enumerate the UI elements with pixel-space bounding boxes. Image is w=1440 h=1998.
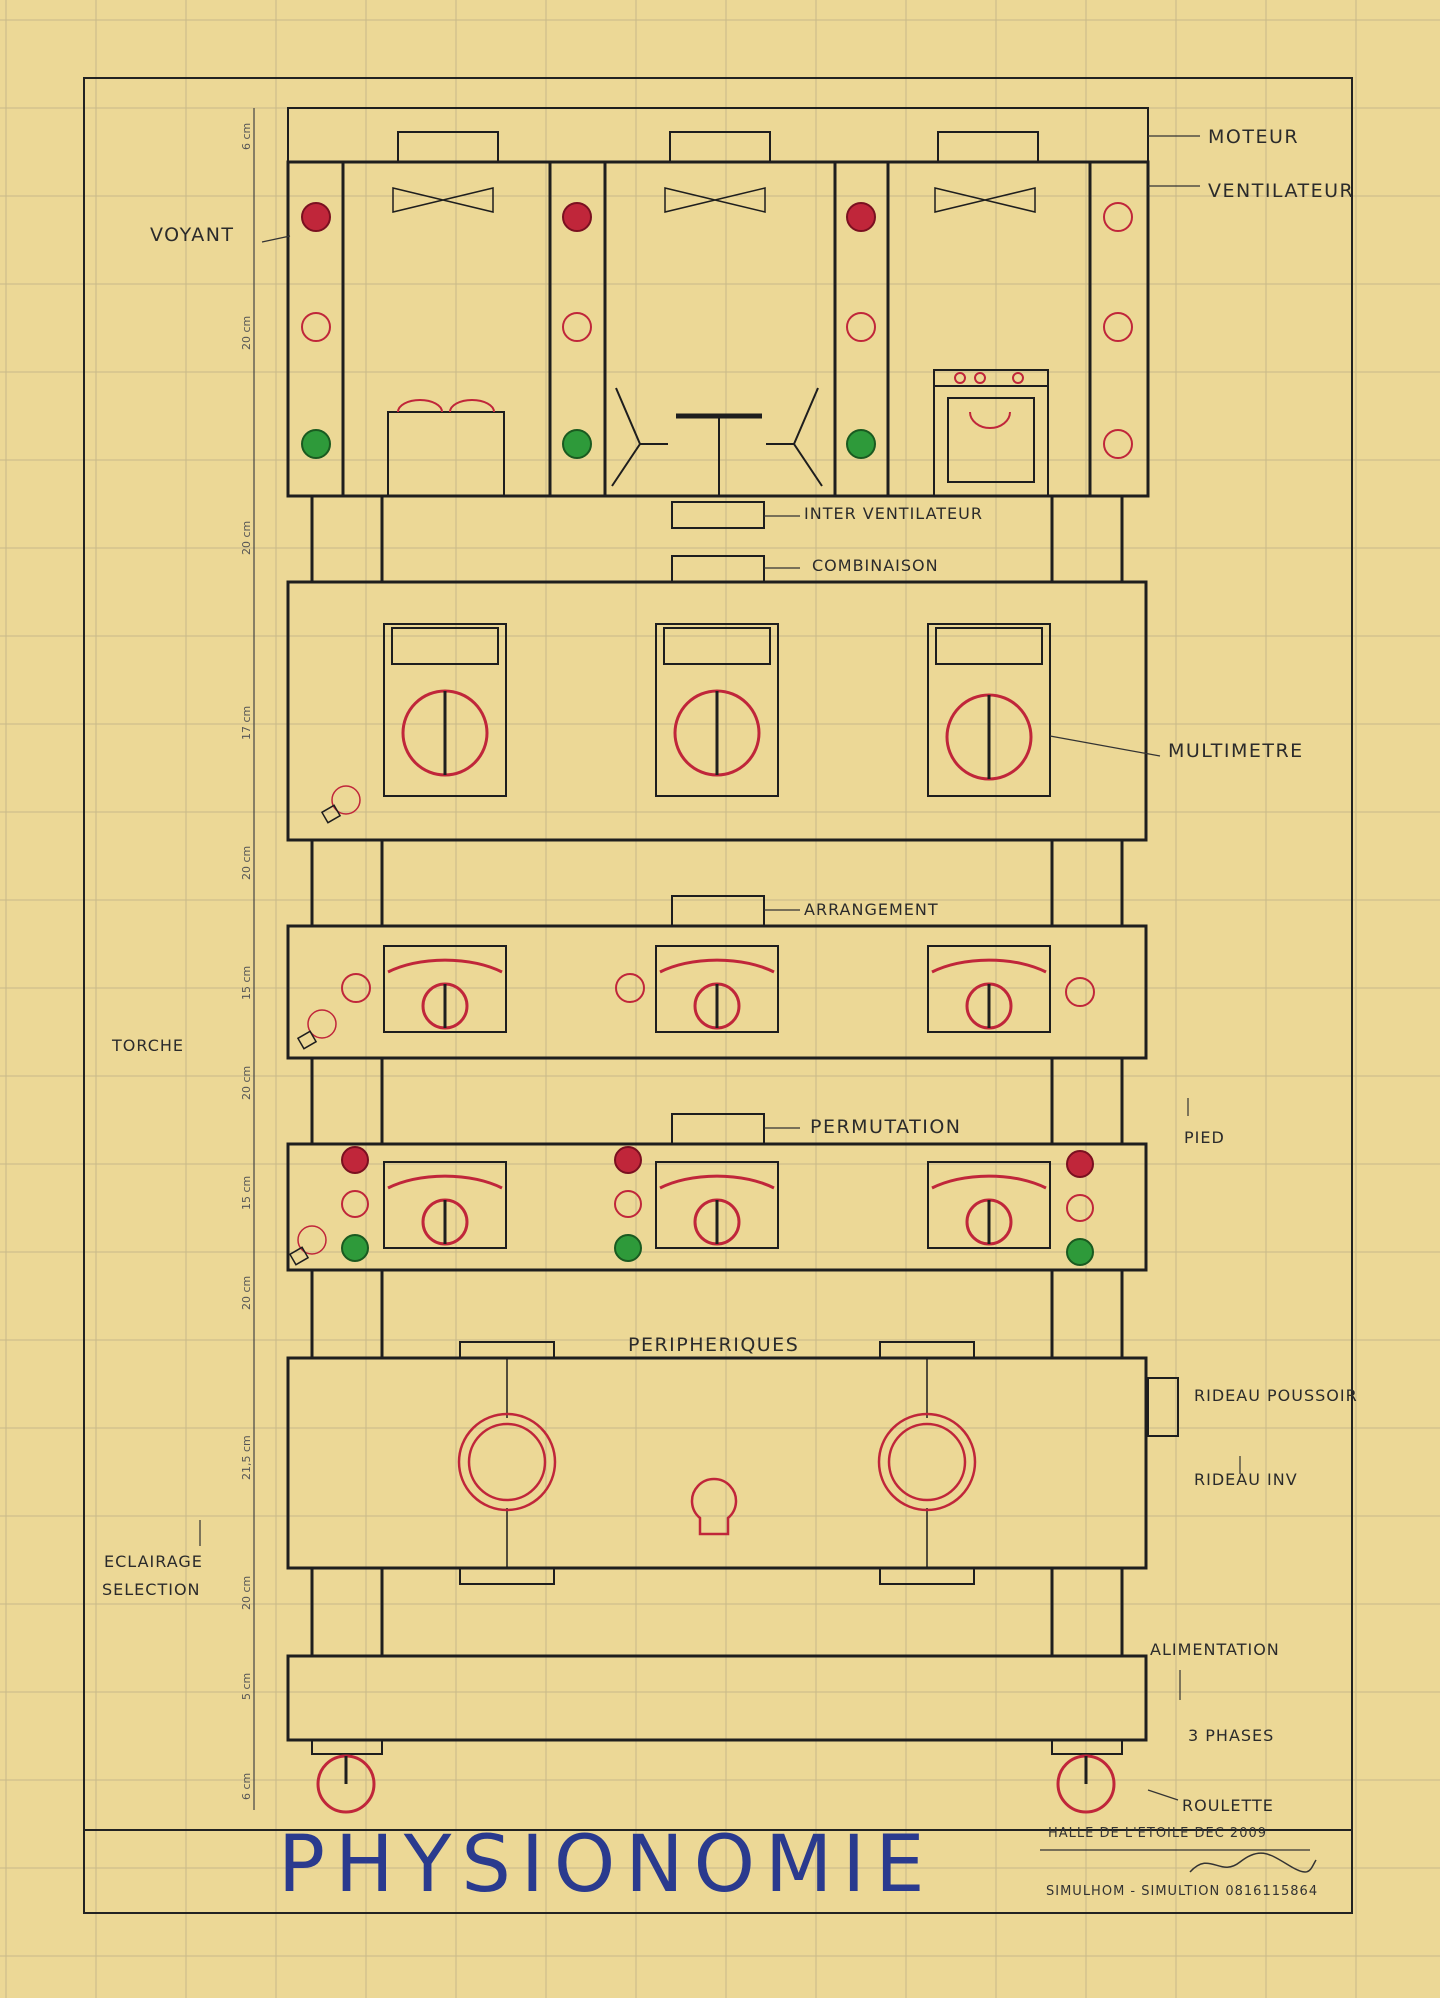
dimension-label: 20 cm	[240, 1065, 253, 1100]
label-alimentation: ALIMENTATION	[1150, 1640, 1280, 1659]
interior-details	[387, 369, 1049, 497]
footer-place-date: HALLE DE L'ETOILE DEC 2009	[1048, 1826, 1268, 1841]
dimension-label: 20 cm	[240, 1275, 253, 1310]
label-selection: SELECTION	[102, 1580, 201, 1599]
permutation-gauges	[387, 1174, 1047, 1246]
voyant-lights	[301, 202, 1133, 459]
multimetre-module	[286, 580, 1148, 842]
dimension-label: 20 cm	[240, 1575, 253, 1610]
leader-lines	[199, 135, 1310, 1851]
page-title: PHYSIONOMIE	[278, 1820, 935, 1910]
dimension-label: 20 cm	[240, 845, 253, 880]
label-voyant: VOYANT	[150, 224, 235, 246]
dimension-label: 6 cm	[240, 122, 253, 150]
label-rideau-inv: RIDEAU INV	[1194, 1470, 1298, 1489]
arrangement-module	[286, 895, 1148, 1060]
label-ventilateur: VENTILATEUR	[1208, 180, 1355, 202]
dimension-label: 20 cm	[240, 520, 253, 555]
peripheriques-knobs	[457, 1412, 977, 1536]
label-moteur: MOTEUR	[1208, 126, 1300, 148]
roulette-wheels	[316, 1754, 1116, 1814]
permutation-lights	[341, 1146, 1094, 1266]
top-module	[286, 107, 1150, 498]
dimension-label: 5 cm	[240, 1672, 253, 1700]
label-multimetre: MULTIMETRE	[1168, 740, 1304, 762]
label-rideau-poussoir: RIDEAU POUSSOIR	[1194, 1386, 1358, 1405]
label-roulette: ROULETTE	[1182, 1796, 1274, 1815]
dimension-label: 15 cm	[240, 965, 253, 1000]
dimension-label: 21,5 cm	[240, 1435, 253, 1480]
outer-border	[83, 77, 1353, 1914]
label-torche: TORCHE	[112, 1036, 184, 1055]
label-3-phases: 3 PHASES	[1188, 1726, 1275, 1745]
label-peripheriques: PERIPHERIQUES	[628, 1334, 800, 1356]
label-eclairage: ECLAIRAGE	[104, 1552, 203, 1571]
label-inter-ventilateur: INTER VENTILATEUR	[804, 504, 983, 523]
label-permutation: PERMUTATION	[810, 1116, 962, 1138]
dimension-label: 20 cm	[240, 315, 253, 350]
multimetre-dials	[401, 689, 1033, 781]
label-arrangement: ARRANGEMENT	[804, 900, 939, 919]
dimension-label: 6 cm	[240, 1772, 253, 1800]
label-pied: PIED	[1184, 1128, 1225, 1147]
base-module	[286, 1654, 1148, 1755]
peripheriques-module	[286, 1341, 1179, 1585]
dimension-label: 15 cm	[240, 1175, 253, 1210]
arrangement-gauges	[341, 958, 1095, 1030]
dimension-label: 17 cm	[240, 705, 253, 740]
label-combinaison: COMBINAISON	[812, 556, 939, 575]
signature	[1189, 1852, 1317, 1873]
permutation-module	[286, 1113, 1148, 1272]
footer-credit: SIMULHOM - SIMULTION 0816115864	[1046, 1884, 1319, 1899]
torch-icons	[288, 785, 361, 1266]
ventilator-fan-icons	[392, 187, 1036, 213]
